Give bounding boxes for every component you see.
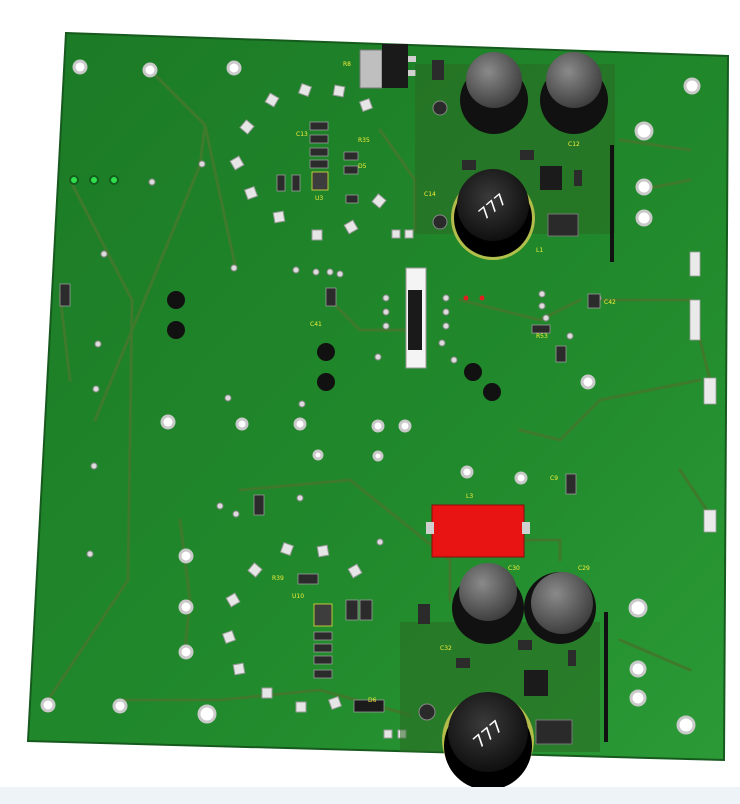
l3-tab-right — [522, 522, 530, 534]
label-l3: L3 — [466, 493, 473, 500]
label-c41: C41 — [310, 321, 322, 328]
vias — [86, 160, 602, 558]
green-pads — [69, 175, 119, 185]
capacitor-c30 — [459, 563, 517, 621]
smd-cluster-right — [531, 251, 717, 533]
label-c13: C13 — [296, 131, 308, 138]
label-r35: R35 — [358, 137, 370, 144]
label-l1: L1 — [536, 247, 543, 254]
inductor-top: 777 — [451, 169, 535, 260]
label-c29: C29 — [578, 565, 590, 572]
label-r53: R53 — [536, 333, 548, 340]
smd-cluster-upper — [276, 121, 359, 307]
label-r39: R39 — [272, 575, 284, 582]
tht-pads-upper — [229, 82, 414, 241]
label-c30: C30 — [508, 565, 520, 572]
inductor-bottom: 777 — [442, 692, 534, 790]
left-smd-part — [59, 283, 71, 307]
transistor-top — [359, 44, 416, 89]
capacitor-c12 — [546, 52, 602, 108]
mounting-holes — [40, 59, 701, 735]
label-c14: C14 — [424, 191, 436, 198]
label-d6: D6 — [368, 697, 377, 704]
bottom-right-power-area — [400, 563, 608, 752]
label-r8: R8 — [343, 61, 351, 68]
label-c32: C32 — [440, 645, 452, 652]
bottom-strip — [0, 787, 740, 804]
l3-tab-left — [426, 522, 434, 534]
red-leds — [463, 295, 485, 301]
label-c9: C9 — [550, 475, 558, 482]
label-u3: U3 — [315, 195, 323, 202]
label-c12: C12 — [568, 141, 580, 148]
inductor-l3-red — [431, 504, 525, 558]
smd-cluster-lower — [253, 494, 385, 713]
label-d5: D5 — [358, 163, 367, 170]
center-part-stripe — [408, 290, 422, 350]
label-c42: C42 — [604, 299, 616, 306]
black-tht-parts — [167, 291, 501, 401]
capacitor-c29 — [531, 572, 593, 634]
label-u10: U10 — [292, 593, 304, 600]
capacitor-c11 — [466, 52, 522, 108]
